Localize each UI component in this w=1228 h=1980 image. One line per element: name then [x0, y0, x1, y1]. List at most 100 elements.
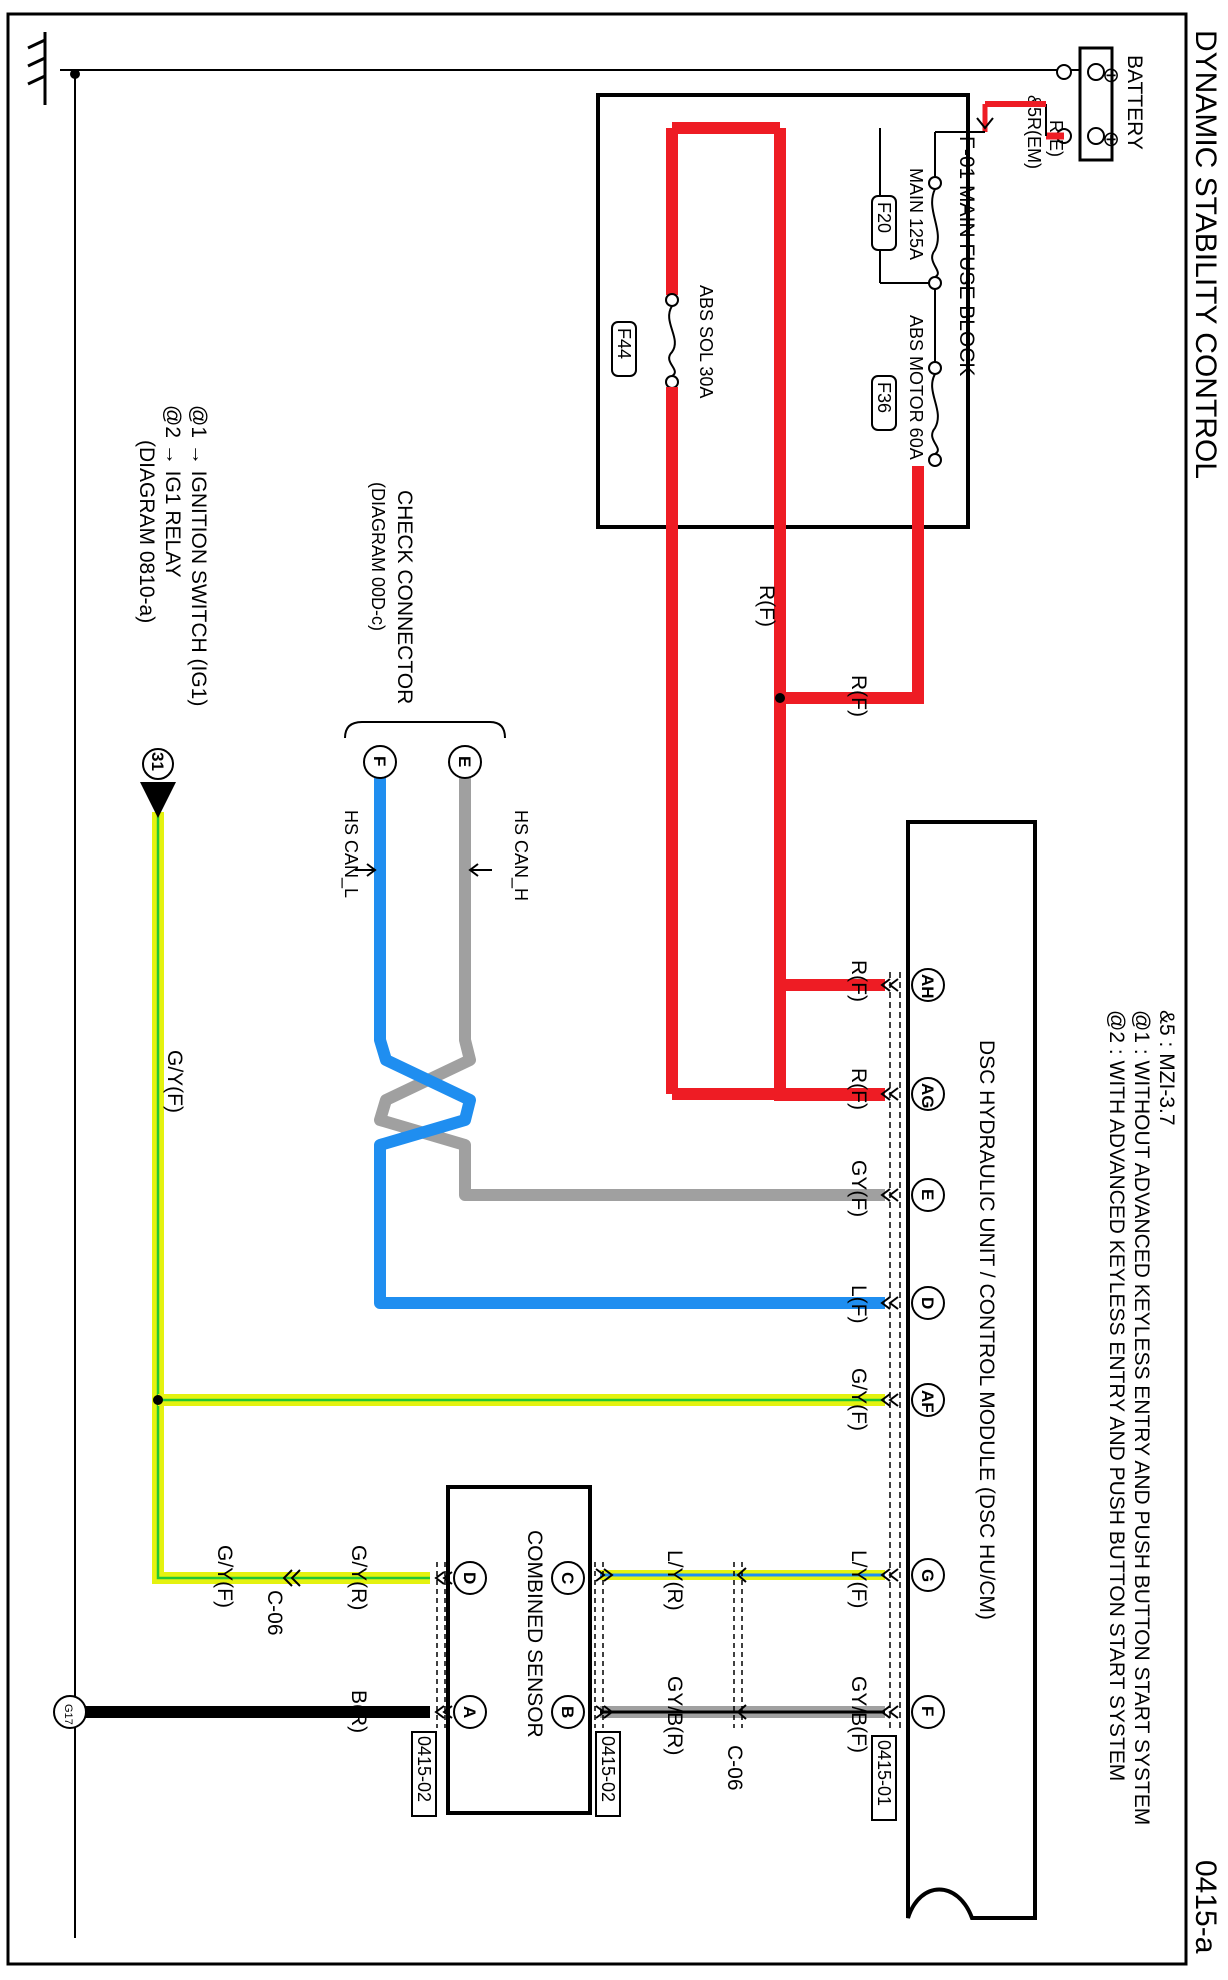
wire-label-ly-f: L/Y(F) — [847, 1550, 870, 1608]
ignition-wire — [152, 812, 885, 1584]
battery-feed-wire — [976, 101, 1064, 140]
hs-can-h-arrow — [468, 863, 492, 877]
ground-symbol — [27, 32, 47, 105]
ignition-ref-number: 31 — [148, 752, 167, 771]
wire-label-gyb-r: GY/B(R) — [663, 1676, 686, 1755]
fuse-main-125a — [928, 176, 942, 290]
combined-sensor-outline — [446, 1485, 592, 1815]
battery-negative-terminal — [1087, 63, 1105, 81]
svg-text:D: D — [460, 1572, 479, 1584]
fuse-abs-motor-label: ABS MOTOR 60A — [906, 315, 926, 460]
module-pin-ag: AG — [911, 1077, 945, 1111]
note-line-1: &5 : MZI-3.7 — [1155, 1010, 1178, 1126]
svg-text:AH: AH — [918, 974, 937, 999]
ignition-line-3: (DIAGRAM 0810-a) — [135, 440, 158, 623]
joint-c06-lower — [282, 1569, 301, 1587]
svg-text:AG: AG — [918, 1083, 937, 1109]
red-wire-sol-path — [666, 388, 885, 1100]
svg-text:F: F — [918, 1706, 937, 1716]
svg-text:G: G — [918, 1569, 937, 1582]
red-wire-to-ah — [774, 128, 885, 1101]
battery-pos-sign: ⊕ — [1102, 128, 1120, 151]
fuse-block-label: F-01 MAIN FUSE BLOCK — [955, 136, 978, 376]
ignition-line-1: @1 → IGNITION SWITCH (IG1) — [187, 405, 210, 706]
module-pin-g: G — [911, 1558, 945, 1592]
ground-point-g17 — [53, 1695, 87, 1729]
wire-label-r-ah: R(F) — [847, 960, 870, 1002]
fuse-main-tag: F20 — [874, 202, 894, 233]
dsc-module-label: DSC HYDRAULIC UNIT / CONTROL MODULE (DSC… — [975, 1040, 998, 1620]
svg-text:D: D — [918, 1297, 937, 1309]
combined-sensor-label: COMBINED SENSOR — [523, 1530, 546, 1738]
ignition-wire-label: G/Y(F) — [163, 1050, 186, 1113]
sensor-pin-d: D — [453, 1561, 487, 1595]
note-line-2: @1 : WITHOUT ADVANCED KEYLESS ENTRY AND … — [1130, 1010, 1153, 1825]
wire-label-gyb-f: GY/B(F) — [847, 1676, 870, 1753]
fuse-abs-sol-30a — [665, 128, 679, 389]
hs-can-l-label: HS CAN_L — [340, 810, 361, 898]
svg-text:E: E — [455, 756, 474, 767]
wire-label-r-ag: R(F) — [847, 1068, 870, 1110]
module-pin-f: F — [911, 1695, 945, 1729]
fuse-abs-motor-tag-box — [871, 375, 897, 431]
check-connector-pin-f: F — [363, 745, 397, 779]
red-power-wires — [666, 122, 924, 991]
sensor-connector-housing — [436, 1562, 604, 1728]
wire-label-b-r: B(R) — [347, 1690, 370, 1733]
hs-can-l-arrow — [355, 863, 377, 877]
svg-text:B: B — [558, 1706, 577, 1718]
joint-c06-dashes — [733, 1562, 747, 1728]
battery-label: BATTERY — [1123, 55, 1146, 150]
module-pin-af: AF — [911, 1383, 945, 1417]
wire-label-gy: GY(F) — [847, 1160, 870, 1217]
wire-label-gy-r: G/Y(R) — [347, 1545, 370, 1610]
fuse-main-tag-box — [871, 195, 897, 251]
sensor-pin-a: A — [453, 1695, 487, 1729]
joint-c06-upper: C-06 — [723, 1745, 746, 1791]
feed-wire-label-2: R(F) — [847, 675, 870, 717]
sensor-connector-box-upper — [595, 1731, 621, 1817]
svg-text:E: E — [918, 1189, 937, 1200]
module-pin-d: D — [911, 1286, 945, 1320]
red-splice — [775, 693, 785, 703]
fuse-abs-motor-60a — [928, 361, 942, 467]
battery-neg-sign: ⊖ — [1102, 64, 1120, 87]
wire-label-gy-f-lower: G/Y(F) — [213, 1545, 236, 1608]
fuse-abs-sol-tag-box — [611, 321, 637, 377]
fuse-main-label: MAIN 125A — [906, 168, 926, 260]
fuse-abs-sol-tag: F44 — [614, 328, 634, 359]
module-pin-e: E — [911, 1178, 945, 1212]
sensor-connector-code-lower: 0415-02 — [414, 1736, 434, 1802]
sensor-pin-chevrons — [434, 1568, 614, 1719]
note-line-3: @2 : WITH ADVANCED KEYLESS ENTRY AND PUS… — [1105, 1010, 1128, 1781]
module-pin-chevrons — [880, 978, 899, 1719]
page-frame — [6, 12, 1188, 1966]
module-connector-box — [871, 1735, 897, 1821]
ground-rail — [60, 69, 1080, 1938]
wire-label-gy-af: G/Y(F) — [847, 1368, 870, 1431]
check-connector-bracket — [344, 721, 506, 739]
red-wire-column-ah — [770, 128, 885, 1095]
module-connector-housing — [889, 972, 901, 1730]
diagram-title: DYNAMIC STABILITY CONTROL — [1189, 30, 1222, 479]
sensor-pin-b: B — [551, 1695, 585, 1729]
battery: ⊖ ⊕ — [1056, 46, 1120, 162]
ground-point-label: G17 — [62, 1704, 74, 1725]
battery-wire-label-2: &5R(EM) — [1024, 95, 1044, 169]
hs-can-h-label: HS CAN_H — [510, 810, 531, 901]
feed-wire-label-1: R(F) — [755, 585, 778, 627]
sensor-connector-box-lower — [411, 1731, 437, 1817]
joint-c06-lower-label: C-06 — [263, 1590, 286, 1636]
sensor-connector-code-upper: 0415-02 — [598, 1736, 618, 1802]
svg-text:F: F — [370, 756, 389, 766]
wire-label-ly-r: L/Y(R) — [663, 1550, 686, 1611]
check-connector-label: CHECK CONNECTOR — [393, 490, 416, 704]
diagram-code: 0415-a — [1189, 1860, 1222, 1954]
svg-text:AF: AF — [918, 1390, 937, 1413]
check-connector-ref: (DIAGRAM 00D-c) — [368, 482, 388, 631]
check-connector-pin-e: E — [448, 745, 482, 779]
svg-text:A: A — [460, 1706, 479, 1718]
module-connector-code: 0415-01 — [874, 1740, 894, 1806]
sensor-pin-c: C — [551, 1561, 585, 1595]
